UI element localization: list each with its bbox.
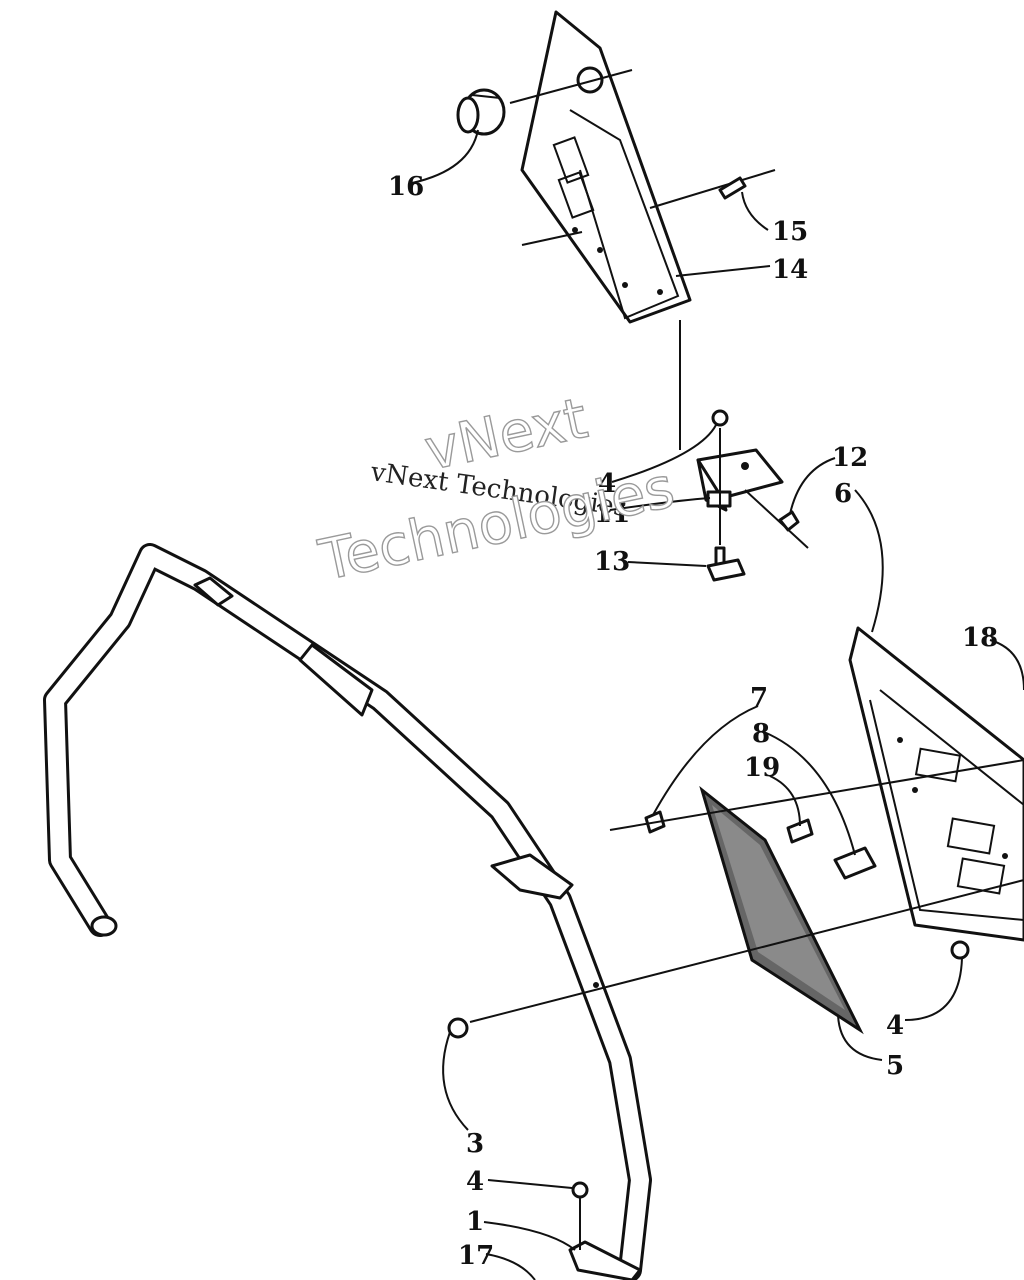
callout-8: 8 <box>752 719 770 749</box>
callout-4-right: 4 <box>886 1011 904 1041</box>
callout-4-lower: 4 <box>466 1167 484 1197</box>
nut-part-4-lower <box>571 1181 589 1199</box>
callout-15: 15 <box>772 217 808 247</box>
callout-12: 12 <box>832 443 868 473</box>
callout-19: 19 <box>744 753 780 783</box>
callout-7: 7 <box>750 683 768 713</box>
tubular-frame <box>43 543 652 1280</box>
callout-18: 18 <box>962 623 998 653</box>
callout-3: 3 <box>466 1129 484 1159</box>
right-mounting-bracket <box>848 626 1024 942</box>
nut-part-4-right <box>950 940 970 960</box>
callout-16: 16 <box>388 172 424 202</box>
callout-14: 14 <box>772 255 808 285</box>
callout-11: 11 <box>594 499 630 529</box>
upper-mounting-bracket <box>520 10 692 324</box>
small-bracket-assembly <box>696 409 800 582</box>
callout-4-top: 4 <box>598 469 616 499</box>
callout-1: 1 <box>466 1207 484 1237</box>
bushing-part-16 <box>456 88 506 136</box>
callout-6: 6 <box>834 479 852 509</box>
mesh-plate-part-5 <box>699 785 864 1035</box>
callout-17: 17 <box>458 1241 494 1271</box>
callout-5: 5 <box>886 1051 904 1081</box>
callout-13: 13 <box>594 547 630 577</box>
rivet-part-15 <box>718 176 747 200</box>
rivet-part-19 <box>786 818 814 844</box>
nut-part-3 <box>447 1017 469 1039</box>
